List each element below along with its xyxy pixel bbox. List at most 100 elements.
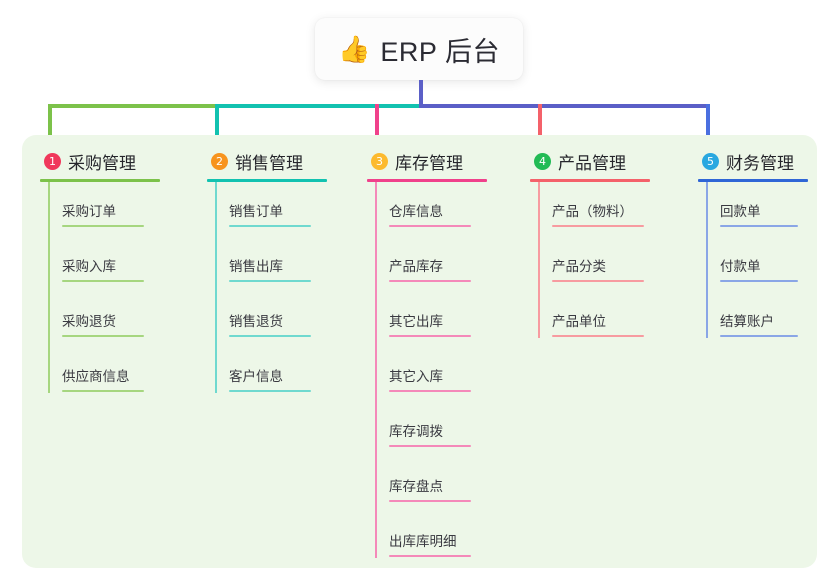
branch-item[interactable]: 采购入库 xyxy=(40,255,144,282)
branch-item[interactable]: 产品分类 xyxy=(530,255,644,282)
branch-items-3: 仓库信息产品库存其它出库其它入库库存调拨库存盘点出库库明细 xyxy=(367,182,487,558)
branch-item[interactable]: 其它入库 xyxy=(367,365,471,392)
branch-item-label: 采购入库 xyxy=(62,259,116,274)
branch-item-label: 付款单 xyxy=(720,259,761,274)
branch-item-rule xyxy=(389,335,471,337)
branch-item-rule xyxy=(229,225,311,227)
branch-header-rule-4 xyxy=(530,179,650,182)
branch-item-label: 供应商信息 xyxy=(62,369,130,384)
branch-item-label: 回款单 xyxy=(720,204,761,219)
branch-item[interactable]: 销售出库 xyxy=(207,255,311,282)
branch-item-rule xyxy=(389,445,471,447)
branch-item[interactable]: 产品单位 xyxy=(530,310,644,337)
branch-header-2[interactable]: 2 销售管理 xyxy=(207,147,327,175)
connector-stem xyxy=(419,80,423,106)
branch-spine-2 xyxy=(215,182,217,393)
branch-header-rule-5 xyxy=(698,179,808,182)
branch-header-4[interactable]: 4 产品管理 xyxy=(530,147,650,175)
branch-item-rule xyxy=(389,280,471,282)
branch-items-1: 采购订单采购入库采购退货供应商信息 xyxy=(40,182,160,393)
branch-item-rule xyxy=(389,500,471,502)
branch-item-rule xyxy=(62,335,144,337)
branch-column-1: 1 采购管理采购订单采购入库采购退货供应商信息 xyxy=(40,147,160,393)
branches-panel: 1 采购管理采购订单采购入库采购退货供应商信息 2 销售管理销售订单销售出库销售退货客… xyxy=(22,135,817,568)
branch-items-5: 回款单付款单结算账户 xyxy=(698,182,808,338)
connector-drop-4 xyxy=(538,104,542,137)
branch-items-2: 销售订单销售出库销售退货客户信息 xyxy=(207,182,327,393)
branch-column-2: 2 销售管理销售订单销售出库销售退货客户信息 xyxy=(207,147,327,393)
branch-badge-2: 2 xyxy=(211,152,228,170)
branch-header-1[interactable]: 1 采购管理 xyxy=(40,147,160,175)
branch-item-rule xyxy=(229,280,311,282)
branch-item-label: 采购退货 xyxy=(62,314,116,329)
branch-item[interactable]: 回款单 xyxy=(698,200,798,227)
connector-drop-2 xyxy=(215,104,219,137)
branch-items-4: 产品（物料） 产品分类产品单位 xyxy=(530,182,650,338)
branch-item-rule xyxy=(720,280,798,282)
connector-bus-middle xyxy=(215,104,423,108)
branch-item[interactable]: 其它出库 xyxy=(367,310,471,337)
branch-item-label: 客户信息 xyxy=(229,369,283,384)
branch-item-rule xyxy=(62,280,144,282)
branch-item-rule xyxy=(720,225,798,227)
branch-badge-5: 5 xyxy=(702,152,719,170)
connector-drop-1 xyxy=(48,104,52,137)
branch-title-5: 财务管理 xyxy=(726,153,794,173)
branch-item[interactable]: 出库库明细 xyxy=(367,530,471,557)
branch-spine-4 xyxy=(538,182,540,338)
connector-bus-right xyxy=(419,104,710,108)
branch-spine-5 xyxy=(706,182,708,338)
branch-item-label: 产品（物料） xyxy=(552,204,633,219)
branch-column-3: 3 库存管理仓库信息产品库存其它出库其它入库库存调拨库存盘点出库库明细 xyxy=(367,147,487,558)
branch-item[interactable]: 产品（物料） xyxy=(530,200,644,227)
branch-title-1: 采购管理 xyxy=(68,153,136,173)
branch-item-label: 销售订单 xyxy=(229,204,283,219)
branch-header-rule-2 xyxy=(207,179,327,182)
branch-item-label: 产品库存 xyxy=(389,259,443,274)
branch-header-5[interactable]: 5 财务管理 xyxy=(698,147,808,175)
branch-item[interactable]: 产品库存 xyxy=(367,255,471,282)
branch-header-rule-1 xyxy=(40,179,160,182)
branch-item[interactable]: 库存调拨 xyxy=(367,420,471,447)
branch-item-rule xyxy=(62,225,144,227)
thumbs-up-icon: 👍 xyxy=(338,34,371,64)
branch-item-label: 库存调拨 xyxy=(389,424,443,439)
branch-item-label: 出库库明细 xyxy=(389,534,457,549)
branch-title-4: 产品管理 xyxy=(558,153,626,173)
branch-badge-4: 4 xyxy=(534,152,551,170)
branch-item[interactable]: 供应商信息 xyxy=(40,365,144,392)
branch-header-rule-3 xyxy=(367,179,487,182)
branch-item-label: 库存盘点 xyxy=(389,479,443,494)
branch-column-5: 5 财务管理回款单付款单结算账户 xyxy=(698,147,808,338)
branch-badge-3: 3 xyxy=(371,152,388,170)
branch-item-label: 采购订单 xyxy=(62,204,116,219)
branch-title-3: 库存管理 xyxy=(395,153,463,173)
branch-item-label: 销售出库 xyxy=(229,259,283,274)
branch-item-rule xyxy=(552,335,644,337)
branch-item[interactable]: 付款单 xyxy=(698,255,798,282)
branch-item-rule xyxy=(552,225,644,227)
branch-column-4: 4 产品管理产品（物料） 产品分类产品单位 xyxy=(530,147,650,338)
branch-item-rule xyxy=(389,225,471,227)
branch-item[interactable]: 采购订单 xyxy=(40,200,144,227)
branch-spine-3 xyxy=(375,182,377,558)
branch-header-3[interactable]: 3 库存管理 xyxy=(367,147,487,175)
branch-item-rule xyxy=(552,280,644,282)
branch-item[interactable]: 仓库信息 xyxy=(367,200,471,227)
branch-item[interactable]: 客户信息 xyxy=(207,365,311,392)
branch-badge-1: 1 xyxy=(44,152,61,170)
branch-spine-1 xyxy=(48,182,50,393)
branch-item[interactable]: 库存盘点 xyxy=(367,475,471,502)
branch-item[interactable]: 结算账户 xyxy=(698,310,798,337)
branch-item-label: 结算账户 xyxy=(720,314,774,329)
branch-item[interactable]: 采购退货 xyxy=(40,310,144,337)
branch-item[interactable]: 销售订单 xyxy=(207,200,311,227)
connector-drop-5 xyxy=(706,104,710,137)
root-node-title: ERP 后台 xyxy=(380,36,500,67)
branch-title-2: 销售管理 xyxy=(235,153,303,173)
branch-item-label: 产品分类 xyxy=(552,259,606,274)
branch-item[interactable]: 销售退货 xyxy=(207,310,311,337)
branch-item-label: 其它入库 xyxy=(389,369,443,384)
root-node-card[interactable]: 👍 ERP 后台 xyxy=(315,18,523,80)
